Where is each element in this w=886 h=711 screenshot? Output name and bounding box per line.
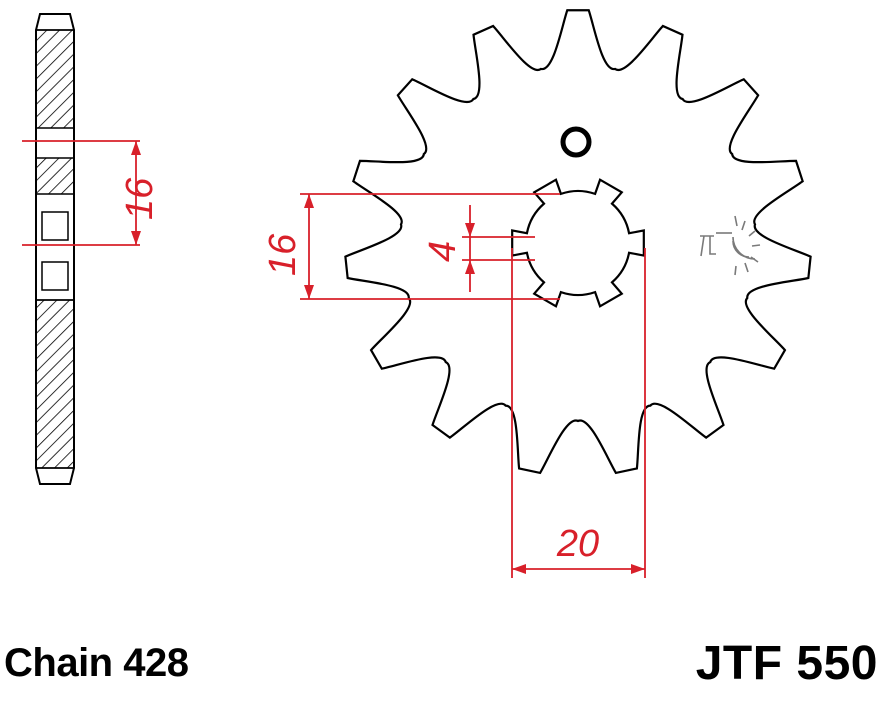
sprocket-front-view: 16 4 20 [262,9,812,578]
sprocket-outline [344,9,812,475]
chain-size-label: Chain 428 [4,641,189,685]
side-profile-view: 16 [22,13,161,485]
side-hatch-lower [35,299,75,469]
model-number-label: JTF 550 [695,637,878,690]
side-hub-slot-lower [41,261,69,291]
logo-icon [700,215,761,276]
side-hub-slot-upper [41,211,69,241]
spline-width-dimension: 20 [556,523,599,565]
spline-height-dimension: 16 [262,233,304,276]
side-hatch-middle [35,157,75,195]
spline-tooth-dimension: 4 [422,241,464,262]
sprocket-bolt-hole [560,126,592,158]
spline-hub-outline [511,178,645,308]
side-thickness-dimension: 16 [119,177,161,220]
side-hatch-upper [35,29,75,129]
